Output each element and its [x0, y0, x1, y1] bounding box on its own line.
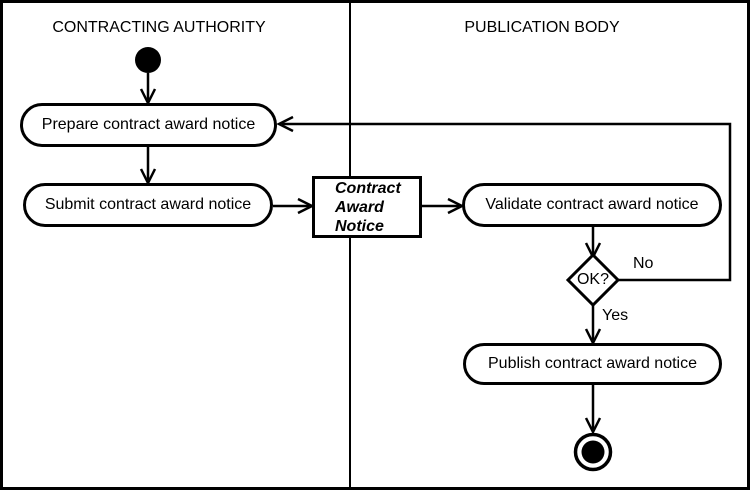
activity-label: Validate contract award notice	[485, 196, 699, 213]
edge-prepare-to-submit	[139, 147, 157, 186]
edge-decision-no-loop	[276, 115, 732, 282]
edge-label-no: No	[633, 255, 654, 272]
activity-submit-contract-award-notice: Submit contract award notice	[23, 183, 273, 227]
edge-validate-to-decision	[584, 227, 602, 260]
initial-node	[135, 47, 161, 73]
activity-label: Submit contract award notice	[44, 196, 252, 213]
swimlane-divider	[349, 0, 351, 490]
edge-submit-to-object	[273, 197, 315, 215]
object-node-contract-award-notice: Contract Award Notice	[312, 176, 422, 238]
object-node-label: Contract Award Notice	[335, 179, 401, 235]
activity-validate-contract-award-notice: Validate contract award notice	[462, 183, 722, 227]
decision-diamond	[565, 252, 621, 308]
edge-label-yes: Yes	[602, 307, 629, 324]
edge-object-to-validate	[422, 197, 465, 215]
activity-prepare-contract-award-notice: Prepare contract award notice	[20, 103, 277, 147]
lane-title-publication-body: PUBLICATION BODY	[464, 19, 620, 36]
activity-publish-contract-award-notice: Publish contract award notice	[463, 343, 722, 385]
edge-publish-to-final	[584, 385, 602, 435]
final-node	[573, 432, 613, 472]
activity-label: Publish contract award notice	[488, 355, 697, 372]
edge-initial-to-prepare	[139, 73, 157, 106]
lane-title-contracting-authority: CONTRACTING AUTHORITY	[52, 19, 266, 36]
edge-decision-yes	[584, 305, 602, 346]
activity-label: Prepare contract award notice	[41, 116, 256, 133]
decision-label-ok: OK?	[576, 271, 609, 288]
